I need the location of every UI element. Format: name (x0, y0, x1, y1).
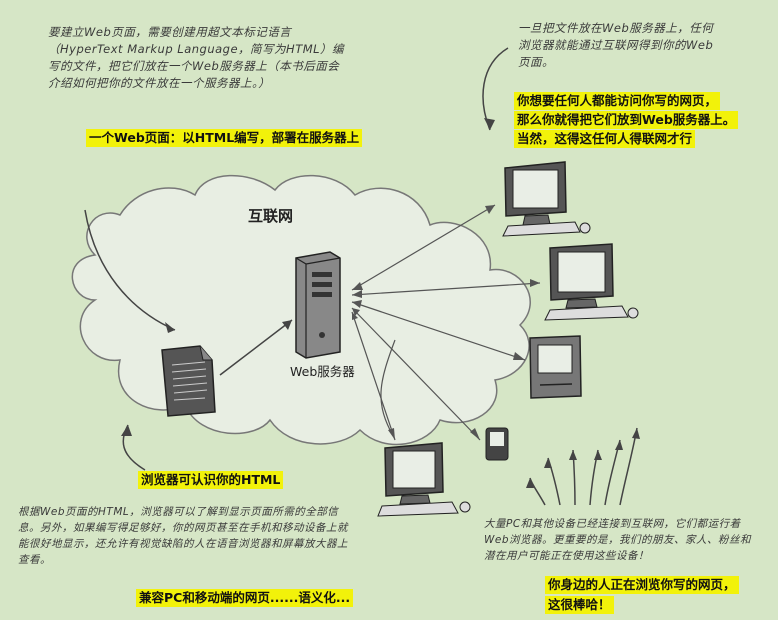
client-computer-1 (502, 161, 591, 237)
arrow-note-to-clients (482, 47, 509, 131)
highlight-web-page: 一个Web页面：以HTML编写，部署在服务器上 (86, 129, 363, 147)
highlight-any-person-1: 你想要任何人都能访问你写的网页， (514, 92, 721, 110)
note-devices-connected: 大量PC和其他设备已经连接到互联网，它们都运行着Web浏览器。更重要的是，我们的… (484, 518, 752, 562)
client-computer-2 (544, 243, 639, 321)
web-server-label: Web服务器 (290, 364, 355, 379)
highlight-browser-html: 浏览器可认识你的HTML (138, 471, 284, 489)
note-browser-display: 根据Web页面的HTML，浏览器可以了解到显示页面所需的全部信息。另外，如果编写… (18, 506, 348, 566)
highlight-any-person-3: 当然，这得这任何人得联网才行 (514, 130, 696, 148)
highlight-people-2: 这很棒哈！ (545, 596, 614, 614)
internet-label: 互联网 (248, 207, 294, 225)
mobile-device-icon (485, 427, 509, 461)
client-computer-4 (377, 442, 471, 517)
arrow-page-to-server (219, 319, 293, 376)
html-document-icon (161, 345, 216, 417)
highlight-semantic: 兼容PC和移动端的网页......语义化... (136, 589, 354, 607)
note-browsers-access: 一旦把文件放在Web服务器上，任何浏览器就能通过互联网得到你的Web页面。 (518, 21, 714, 69)
note-create-html: 要建立Web页面，需要创建用超文本标记语言（HyperText Markup L… (48, 25, 345, 90)
highlight-people-1: 你身边的人正在浏览你写的网页， (545, 576, 739, 594)
server-client-arrows (351, 204, 541, 441)
arrow-note-to-page (84, 209, 176, 331)
web-server-icon (295, 251, 341, 359)
highlight-any-person-2: 那么你就得把它们放到Web服务器上。 (514, 111, 739, 129)
arrow-head (165, 322, 175, 333)
client-computer-3 (529, 335, 582, 399)
